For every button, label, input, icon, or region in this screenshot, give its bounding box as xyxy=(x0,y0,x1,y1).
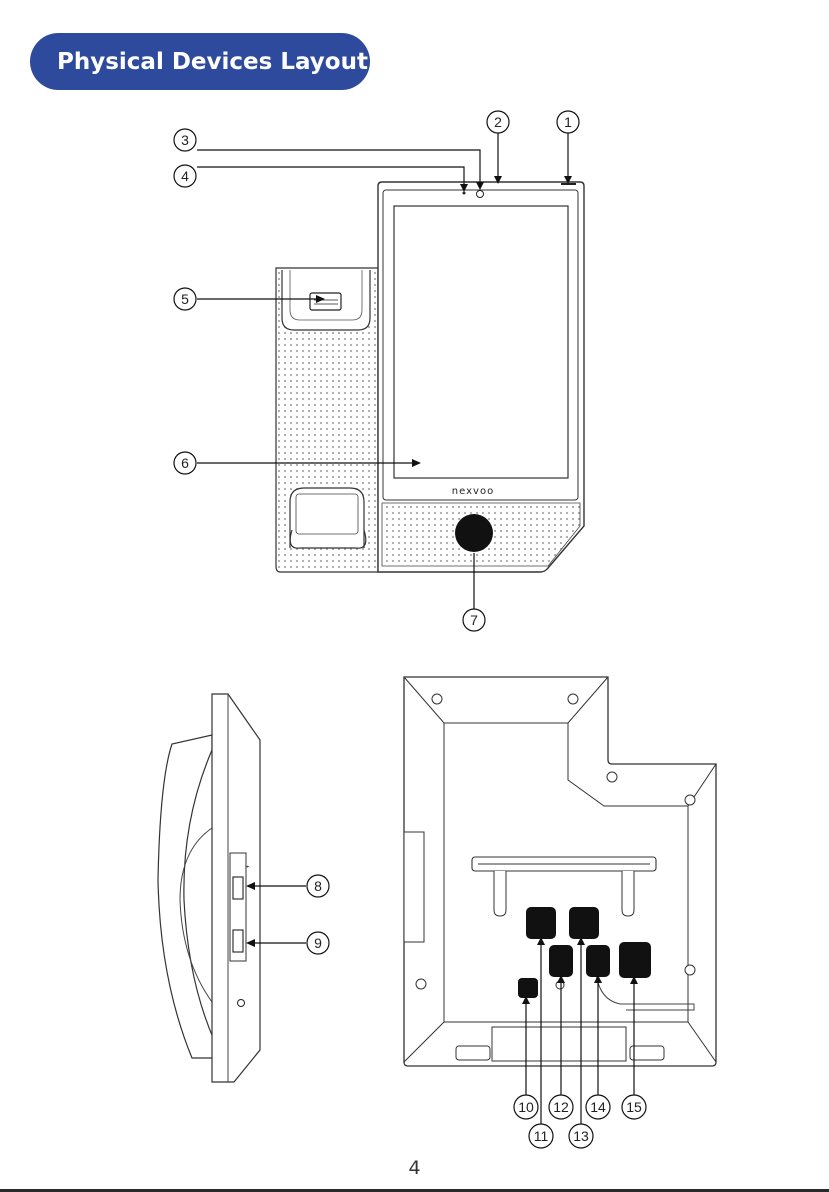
callout-label-9: 9 xyxy=(314,935,322,951)
port-power xyxy=(549,945,573,977)
callout-label-13: 13 xyxy=(573,1128,589,1144)
headset-port xyxy=(233,930,243,952)
callout-label-5: 5 xyxy=(181,291,189,307)
port-handset xyxy=(619,942,651,978)
page-number: 4 xyxy=(0,1157,829,1179)
svg-text:⌁: ⌁ xyxy=(245,862,250,871)
port-lan xyxy=(526,907,556,939)
callout-label-2: 2 xyxy=(494,114,502,130)
touchscreen xyxy=(394,206,568,478)
callout-label-1: 1 xyxy=(564,114,572,130)
side-view: ⌁ xyxy=(158,694,260,1082)
callout-label-15: 15 xyxy=(626,1099,642,1115)
front-view: nexvoo xyxy=(276,182,584,572)
callout-label-8: 8 xyxy=(314,878,322,894)
handset-side xyxy=(158,735,214,1058)
home-button xyxy=(455,514,493,552)
port-ext xyxy=(586,945,610,977)
camera xyxy=(477,191,484,198)
callout-label-14: 14 xyxy=(590,1099,606,1115)
hook-switch xyxy=(310,293,341,310)
port-pc xyxy=(569,907,599,939)
callout-label-4: 4 xyxy=(181,168,189,184)
back-view xyxy=(404,677,716,1066)
callout-label-12: 12 xyxy=(553,1099,569,1115)
callout-label-3: 3 xyxy=(181,132,189,148)
callout-label-7: 7 xyxy=(470,612,478,628)
usb-port xyxy=(233,877,243,899)
callout-label-11: 11 xyxy=(534,1128,549,1144)
port-reset xyxy=(518,978,538,998)
callout-label-6: 6 xyxy=(181,455,189,471)
callout-label-10: 10 xyxy=(518,1099,534,1115)
brand-logo: nexvoo xyxy=(452,486,494,497)
